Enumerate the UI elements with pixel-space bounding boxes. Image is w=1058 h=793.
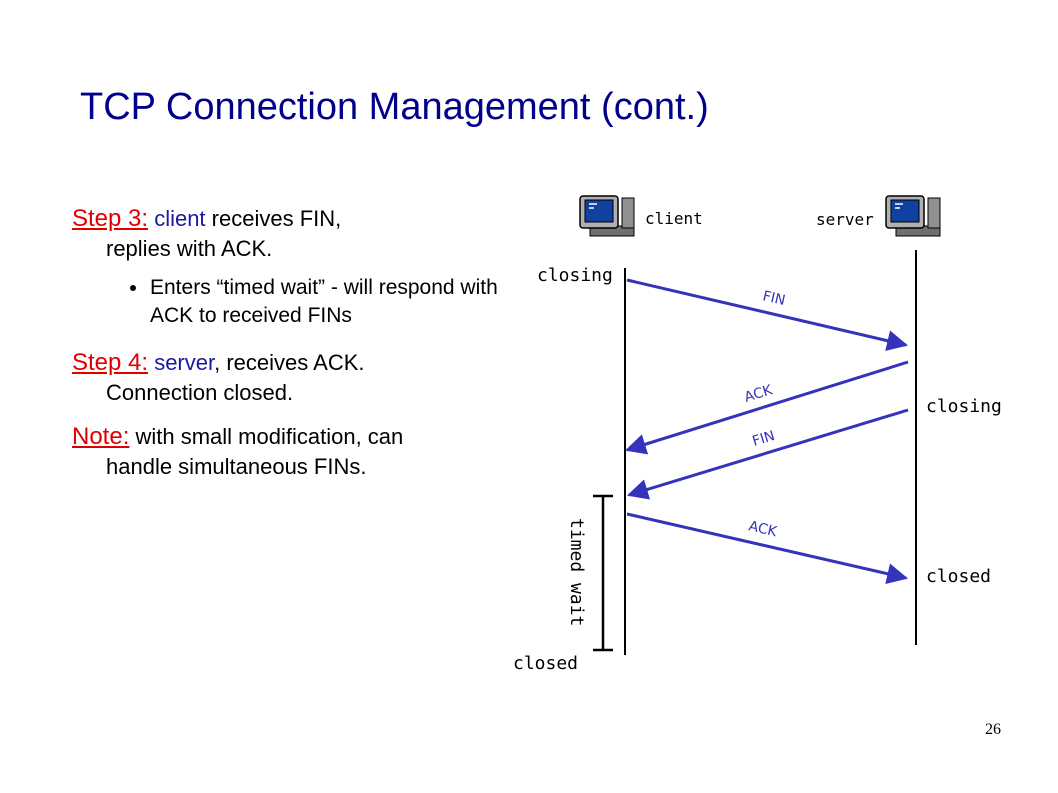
timed-wait-subbullet: Enters “timed wait” - will respond with … (72, 274, 502, 330)
step3-text2: replies with ACK. (106, 236, 273, 261)
ack-arrow-server-to-client (624, 360, 909, 455)
step4-text2: Connection closed. (106, 380, 294, 405)
fin-arrow-server-to-client (626, 408, 909, 500)
step4-label: Step 4: (72, 349, 149, 376)
subbullet-text: Enters “timed wait” - will respond with … (150, 276, 498, 327)
client-closed-label: closed (513, 653, 578, 674)
fin-arrow-client-to-server (626, 278, 909, 351)
client-label: client (645, 209, 703, 228)
timed-wait-bracket (593, 494, 613, 652)
step3-paragraph: Step 3: client receives FIN, replies wit… (72, 204, 502, 264)
step3-label: Step 3: (72, 205, 149, 232)
note-text1: with small modification, can (129, 424, 404, 449)
ack2-message-label: ACK (747, 518, 779, 540)
fin2-message-label: FIN (750, 428, 776, 450)
fin1-message-label: FIN (761, 288, 787, 309)
bullet-list: Step 3: client receives FIN, replies wit… (72, 204, 502, 496)
client-closing-label: closing (537, 265, 613, 286)
server-label: server (816, 210, 874, 229)
slide-title: TCP Connection Management (cont.) (80, 86, 709, 128)
timed-wait-label: timed wait (566, 518, 587, 626)
page-number: 26 (985, 721, 1001, 738)
server-computer-icon (885, 195, 941, 237)
ack1-message-label: ACK (742, 382, 775, 406)
step4-paragraph: Step 4: server, receives ACK. Connection… (72, 348, 502, 408)
client-computer-icon (579, 195, 635, 237)
ack-arrow-client-to-server (626, 512, 909, 585)
step3-actor: client (154, 206, 206, 231)
server-closing-label: closing (926, 396, 1002, 417)
server-closed-label: closed (926, 566, 991, 587)
bullet-dot-icon (130, 285, 136, 291)
note-text2: handle simultaneous FINs. (106, 454, 367, 479)
step4-text1: , receives ACK. (214, 350, 365, 375)
step3-text1: receives FIN, (205, 206, 342, 231)
note-label: Note: (72, 423, 130, 450)
step4-actor: server (154, 350, 215, 375)
note-paragraph: Note: with small modification, can handl… (72, 422, 502, 482)
